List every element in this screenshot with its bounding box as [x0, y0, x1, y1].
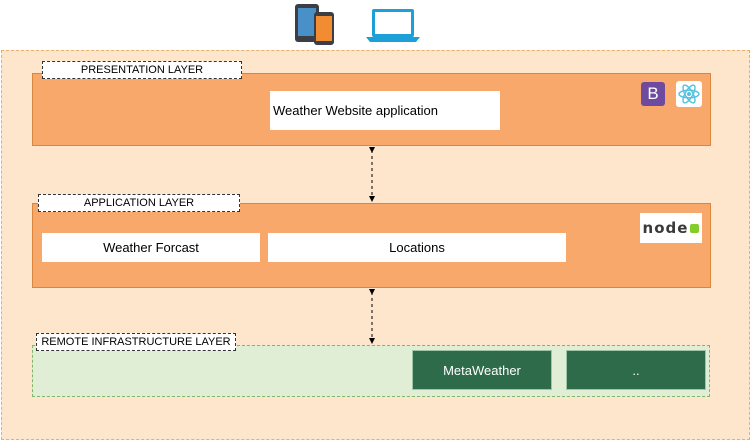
weather-forecast-box: Weather Forcast — [42, 233, 260, 262]
bootstrap-icon: B — [641, 82, 665, 106]
nodejs-wordmark: node — [642, 219, 689, 237]
nodejs-hex-icon — [690, 223, 700, 233]
tablet-icon — [295, 4, 319, 42]
remote-infrastructure-layer-label: REMOTE INFRASTRUCTURE LAYER — [36, 333, 236, 351]
other-service-box: .. — [566, 350, 706, 390]
weather-website-app-box: Weather Website application — [270, 91, 500, 130]
presentation-layer-label: PRESENTATION LAYER — [42, 61, 242, 79]
laptop-icon — [366, 9, 420, 42]
locations-box: Locations — [268, 233, 566, 262]
nodejs-icon: node — [640, 213, 702, 243]
metaweather-service-box: MetaWeather — [412, 350, 552, 390]
application-layer-label: APPLICATION LAYER — [38, 194, 240, 212]
phone-icon — [314, 12, 334, 45]
